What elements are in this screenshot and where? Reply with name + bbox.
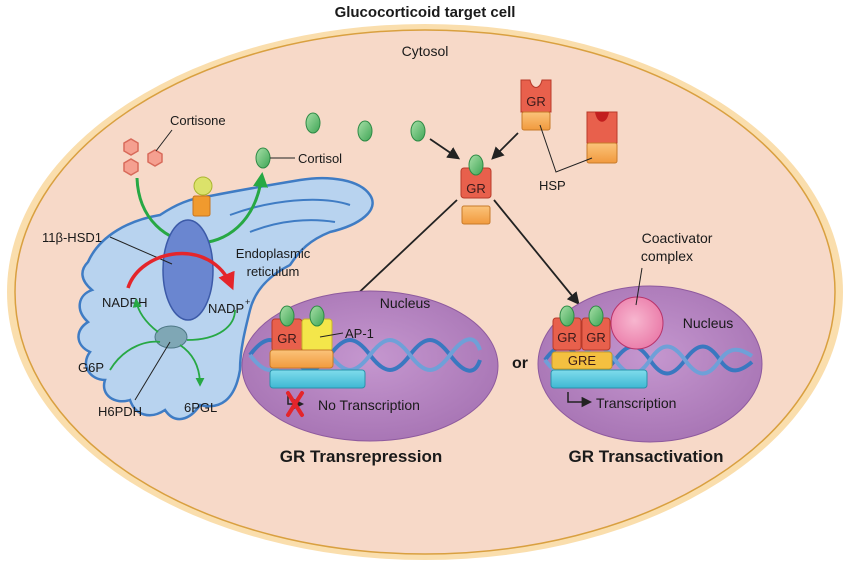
gr-label: GR — [277, 331, 297, 346]
ap1-pointer — [319, 332, 344, 338]
g6p-arrow — [109, 340, 161, 371]
cofactor-circle — [193, 176, 213, 196]
cortisone-label: Cortisone — [170, 113, 226, 128]
cortisone-molecule — [123, 138, 163, 176]
block-x-icon — [286, 391, 304, 417]
transcription-arrow — [567, 392, 593, 408]
h6pdh-label: H6PDH — [98, 404, 142, 419]
h6pdh-enzyme — [154, 325, 188, 349]
activated-gr: GR — [460, 154, 492, 225]
nadp-superscript: + — [245, 297, 250, 307]
gr-ap1-complex: GR — [269, 305, 366, 389]
transactivation-heading: GR Transactivation — [569, 447, 724, 466]
nadp-regeneration-arc — [186, 309, 236, 341]
gr-label: GR — [557, 330, 577, 345]
inactive-gr-hsp-complex-2 — [586, 111, 618, 164]
cytosol-label: Cytosol — [402, 43, 449, 59]
no-transcription-label: No Transcription — [318, 397, 420, 413]
nadp-label: NADP — [208, 301, 244, 316]
cofactor-block — [192, 195, 211, 217]
6pgl-label: 6PGL — [184, 400, 217, 415]
cortisol-binding-arrow — [429, 138, 461, 160]
g6p-label: G6P — [78, 360, 104, 375]
nadph-regeneration-arrow — [132, 298, 159, 333]
gr-activation-arrow — [491, 132, 519, 160]
coactivator-pointer — [635, 267, 643, 306]
coactivator-label-line1: Coactivator — [642, 230, 713, 246]
h6pdh-pointer — [134, 341, 171, 401]
cortisol-molecule — [357, 120, 373, 142]
gr-label: GR — [466, 181, 486, 196]
hsd1-pointer — [109, 236, 173, 265]
transactivation-path-arrow — [493, 199, 580, 305]
gr-label: GR — [526, 94, 546, 109]
coactivator-complex — [610, 296, 664, 350]
cortisone-pointer — [155, 129, 173, 152]
cortisol-molecule — [305, 112, 321, 134]
nucleus-label: Nucleus — [683, 315, 734, 331]
nucleus-label: Nucleus — [380, 295, 431, 311]
diagram-title: Glucocorticoid target cell — [335, 4, 516, 21]
gr-dimer-gre-complex: GR GR GRE — [550, 305, 648, 389]
transcription-label: Transcription — [596, 395, 676, 411]
hsd1-enzyme — [162, 219, 214, 321]
nadph-label: NADPH — [102, 295, 148, 310]
ap1-label: AP-1 — [345, 326, 374, 341]
inactive-gr-hsp-complex: GR — [520, 79, 552, 131]
hsd1-label: 11β-HSD1 — [42, 230, 102, 245]
gr-label: GR — [586, 330, 606, 345]
nadph-oxidation-arrow — [126, 251, 235, 291]
cortisol-molecule — [255, 147, 271, 169]
coactivator-label-line2: complex — [641, 248, 693, 264]
transrepression-heading: GR Transrepression — [280, 447, 443, 466]
hsp-pointer — [539, 124, 593, 173]
er-label-line2: reticulum — [247, 264, 300, 279]
hsp-label: HSP — [539, 178, 566, 193]
6pgl-arrow — [179, 344, 205, 387]
er-label-line1: Endoplasmic — [236, 246, 311, 261]
gre-label: GRE — [568, 353, 597, 368]
or-connector: or — [512, 355, 528, 372]
cortisol-molecule — [410, 120, 426, 142]
cortisol-label: Cortisol — [298, 151, 342, 166]
